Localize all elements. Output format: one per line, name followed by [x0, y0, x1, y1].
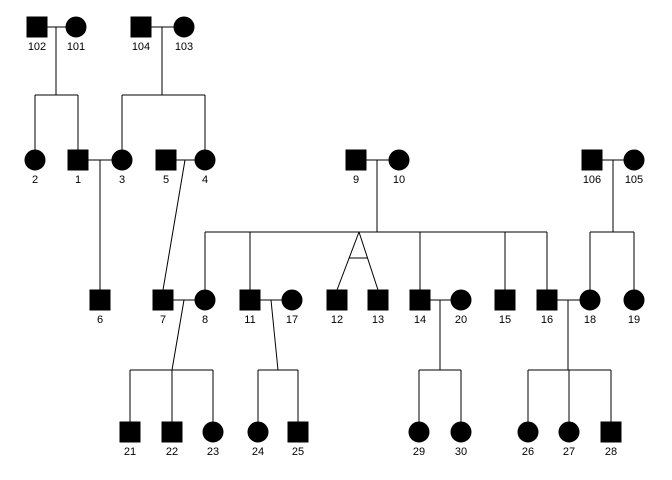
- person-label-18: 18: [584, 314, 596, 326]
- person-node-24-female: [247, 421, 269, 443]
- person-node-7-male: [152, 289, 174, 311]
- person-label-17: 17: [286, 314, 298, 326]
- person-label-19: 19: [628, 314, 640, 326]
- person-node-15-male: [494, 289, 516, 311]
- person-node-27-female: [558, 421, 580, 443]
- person-node-12-male: [326, 289, 348, 311]
- person-label-14: 14: [414, 314, 426, 326]
- person-label-16: 16: [541, 314, 553, 326]
- person-node-10-female: [388, 149, 410, 171]
- person-label-106: 106: [583, 174, 601, 186]
- person-node-18-female: [579, 289, 601, 311]
- relationship-line-descent-5-4: [162, 159, 186, 291]
- person-node-8-female: [194, 289, 216, 311]
- person-node-106-male: [581, 149, 603, 171]
- person-node-23-female: [202, 421, 224, 443]
- person-node-4-female: [194, 149, 216, 171]
- person-label-5: 5: [163, 174, 169, 186]
- person-label-9: 9: [353, 174, 359, 186]
- person-node-104-male: [130, 16, 152, 38]
- person-label-105: 105: [625, 174, 643, 186]
- person-label-15: 15: [499, 314, 511, 326]
- person-node-6-male: [89, 289, 111, 311]
- person-node-5-male: [155, 149, 177, 171]
- person-node-9-male: [345, 149, 367, 171]
- relationship-line-twin-line-12: [336, 231, 360, 291]
- person-node-103-female: [173, 16, 195, 38]
- person-label-101: 101: [67, 41, 85, 53]
- person-label-25: 25: [292, 446, 304, 458]
- person-node-29-female: [408, 421, 430, 443]
- person-node-11-male: [239, 289, 261, 311]
- person-node-26-female: [517, 421, 539, 443]
- person-label-22: 22: [166, 446, 178, 458]
- person-node-30-female: [450, 421, 472, 443]
- person-node-21-male: [119, 421, 141, 443]
- relationship-line-twin-line-13: [358, 231, 379, 291]
- person-node-17-female: [281, 289, 303, 311]
- person-label-103: 103: [175, 41, 193, 53]
- person-label-21: 21: [124, 446, 136, 458]
- person-label-10: 10: [393, 174, 405, 186]
- person-node-101-female: [65, 16, 87, 38]
- person-node-20-female: [450, 289, 472, 311]
- person-node-19-female: [623, 289, 645, 311]
- person-label-29: 29: [413, 446, 425, 458]
- person-label-12: 12: [331, 314, 343, 326]
- person-label-104: 104: [132, 41, 150, 53]
- person-label-1: 1: [75, 174, 81, 186]
- person-node-2-female: [24, 149, 46, 171]
- person-node-3-female: [111, 149, 133, 171]
- person-label-27: 27: [563, 446, 575, 458]
- person-label-102: 102: [28, 41, 46, 53]
- person-node-102-male: [26, 16, 48, 38]
- person-node-22-male: [161, 421, 183, 443]
- person-label-23: 23: [207, 446, 219, 458]
- person-label-11: 11: [244, 314, 255, 326]
- relationship-line-descent-7-8: [171, 299, 185, 371]
- person-label-24: 24: [252, 446, 264, 458]
- person-node-16-male: [536, 289, 558, 311]
- person-label-28: 28: [605, 446, 617, 458]
- person-label-8: 8: [202, 314, 208, 326]
- person-node-25-male: [287, 421, 309, 443]
- person-label-6: 6: [97, 314, 103, 326]
- person-label-7: 7: [160, 314, 166, 326]
- person-node-13-male: [367, 289, 389, 311]
- relationship-line-descent-11-17: [270, 299, 279, 371]
- person-label-30: 30: [455, 446, 467, 458]
- person-node-1-male: [67, 149, 89, 171]
- person-label-13: 13: [372, 314, 384, 326]
- person-node-105-female: [623, 149, 645, 171]
- person-label-20: 20: [455, 314, 467, 326]
- person-label-3: 3: [119, 174, 125, 186]
- person-label-2: 2: [32, 174, 38, 186]
- person-node-14-male: [409, 289, 431, 311]
- person-label-26: 26: [522, 446, 534, 458]
- person-node-28-male: [600, 421, 622, 443]
- person-label-4: 4: [202, 174, 208, 186]
